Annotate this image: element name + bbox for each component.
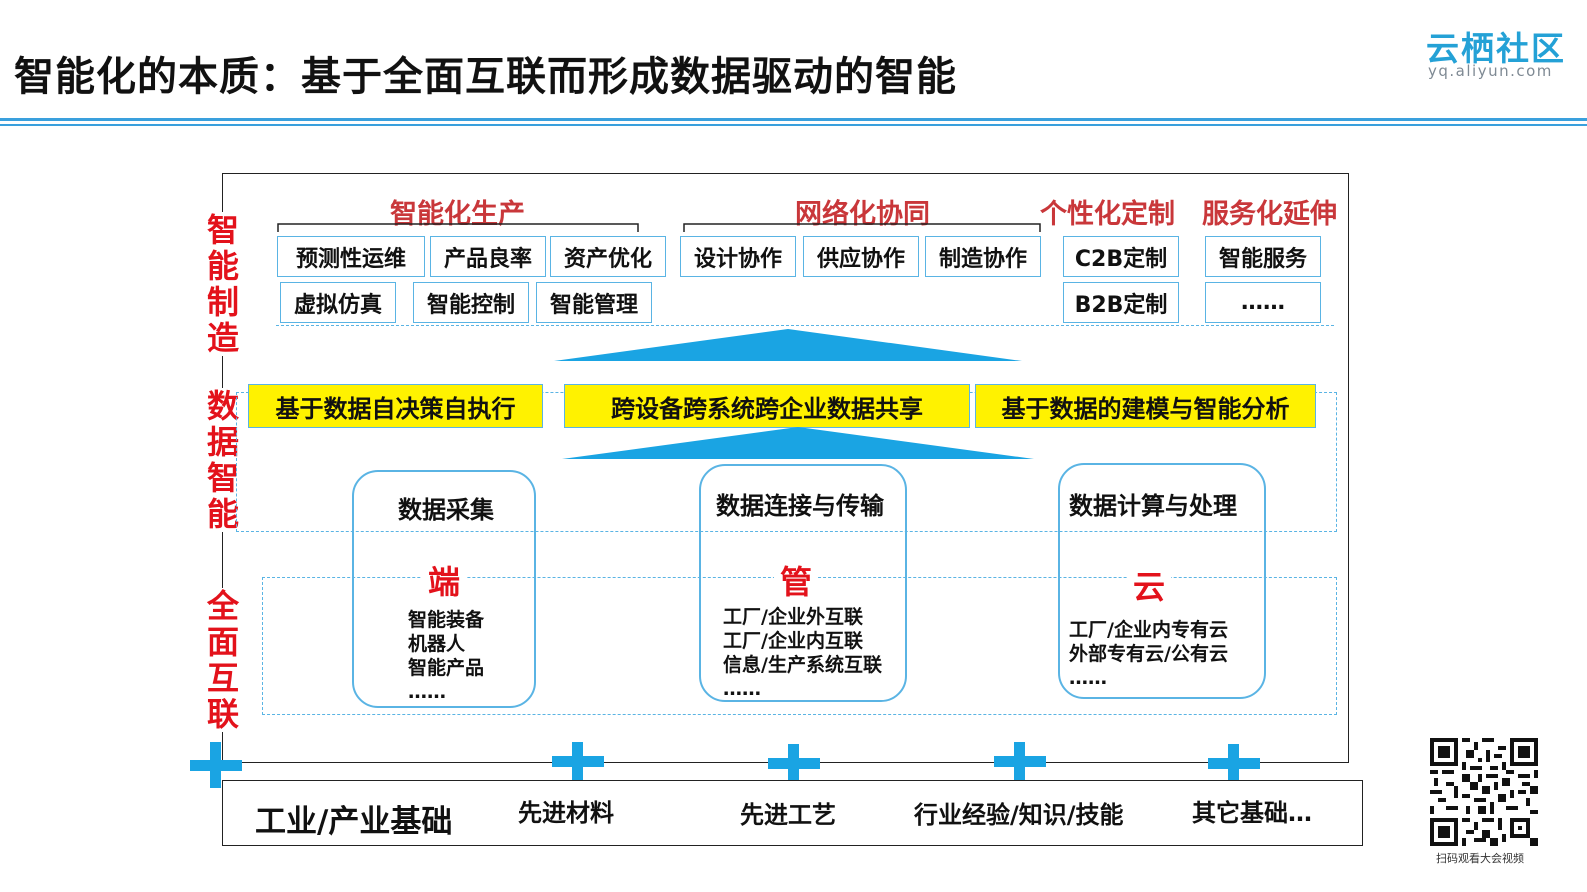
qr-caption: 扫码观看大会视频 xyxy=(1436,852,1524,865)
foundation-item-experience: 行业经验/知识/技能 xyxy=(914,801,1124,829)
qr-code-icon xyxy=(1430,738,1538,846)
pillar-cloud-lines: 工厂/企业内专有云 外部专有云/公有云 …… xyxy=(1069,618,1228,690)
pillar-cloud-line: …… xyxy=(1069,667,1107,689)
pillar-edge-title: 数据采集 xyxy=(398,496,494,524)
header-rule-thin xyxy=(0,124,1587,126)
box-predictive-maintenance: 预测性运维 xyxy=(277,236,425,277)
pillar-pipe-char: 管 xyxy=(774,557,819,603)
foundation-bar xyxy=(222,780,1363,846)
upward-arrow-bottom xyxy=(562,427,1034,459)
box-asset-optimization: 资产优化 xyxy=(550,236,666,277)
pillar-edge-line: 智能产品 xyxy=(408,657,485,679)
box-smart-control: 智能控制 xyxy=(413,282,529,323)
layer-label-bottom: 全面互联 xyxy=(204,588,242,732)
pillar-edge-lines: 智能装备 机器人 智能产品 …… xyxy=(408,608,484,704)
pillar-pipe-line: 信息/生产系统互联 xyxy=(723,654,882,676)
box-more: …… xyxy=(1205,282,1321,323)
pillar-edge-line: 机器人 xyxy=(408,633,466,655)
plus-icon xyxy=(768,744,820,780)
pillar-cloud-title: 数据计算与处理 xyxy=(1069,492,1237,520)
layer-label-top: 智能制造 xyxy=(204,212,242,356)
logo-text: 云栖社区 xyxy=(1426,29,1566,68)
plus-icon xyxy=(994,742,1046,780)
foundation-item-materials: 先进材料 xyxy=(518,799,614,827)
foundation-main: 工业/产业基础 xyxy=(255,804,453,840)
box-manufacturing-collab: 制造协作 xyxy=(925,236,1041,277)
yellow-box-data-sharing: 跨设备跨系统跨企业数据共享 xyxy=(564,384,970,428)
plus-icon xyxy=(190,742,242,788)
category-network-collab: 网络化协同 xyxy=(795,199,930,230)
box-smart-management: 智能管理 xyxy=(536,282,652,323)
pillar-pipe-line: 工厂/企业内互联 xyxy=(723,630,863,652)
box-smart-service: 智能服务 xyxy=(1205,236,1321,277)
plus-icon xyxy=(552,742,604,780)
pillar-pipe-lines: 工厂/企业外互联 工厂/企业内互联 信息/生产系统互联 …… xyxy=(723,605,882,701)
logo-url: yq.aliyun.com xyxy=(1428,62,1553,80)
pillar-cloud-line: 工厂/企业内专有云 xyxy=(1069,619,1228,641)
header-rule xyxy=(0,118,1587,121)
category-brackets xyxy=(277,223,1041,232)
category-service-extension: 服务化延伸 xyxy=(1202,199,1337,230)
foundation-item-process: 先进工艺 xyxy=(740,801,836,829)
pillar-edge xyxy=(352,470,536,708)
upward-arrow-top xyxy=(554,329,1022,361)
pillar-edge-line: 智能装备 xyxy=(408,609,485,631)
pillar-pipe-line: 工厂/企业外互联 xyxy=(723,606,863,628)
pillar-pipe xyxy=(699,464,907,702)
category-customization: 个性化定制 xyxy=(1040,199,1175,230)
pillar-cloud-line: 外部专有云/公有云 xyxy=(1069,643,1228,665)
plus-icon xyxy=(1208,744,1260,780)
page-title: 智能化的本质：基于全面互联而形成数据驱动的智能 xyxy=(14,54,957,100)
pillar-pipe-title: 数据连接与传输 xyxy=(716,492,884,520)
box-virtual-simulation: 虚拟仿真 xyxy=(280,282,396,323)
top-separator xyxy=(276,325,1334,326)
pillar-pipe-line: …… xyxy=(723,678,761,700)
pillar-cloud-char: 云 xyxy=(1127,562,1172,608)
layer-label-middle: 数据智能 xyxy=(204,388,242,532)
yellow-box-self-decision: 基于数据自决策自执行 xyxy=(248,384,543,428)
box-design-collab: 设计协作 xyxy=(680,236,796,277)
category-smart-production: 智能化生产 xyxy=(390,199,525,230)
box-product-yield: 产品良率 xyxy=(430,236,546,277)
pillar-cloud xyxy=(1058,463,1266,699)
box-supply-collab: 供应协作 xyxy=(803,236,919,277)
pillar-edge-line: …… xyxy=(408,681,446,703)
foundation-item-other: 其它基础… xyxy=(1192,799,1312,827)
pillar-edge-char: 端 xyxy=(422,557,467,603)
yellow-box-modeling-analysis: 基于数据的建模与智能分析 xyxy=(975,384,1316,428)
box-b2b-custom: B2B定制 xyxy=(1063,282,1179,323)
box-c2b-custom: C2B定制 xyxy=(1063,236,1179,277)
